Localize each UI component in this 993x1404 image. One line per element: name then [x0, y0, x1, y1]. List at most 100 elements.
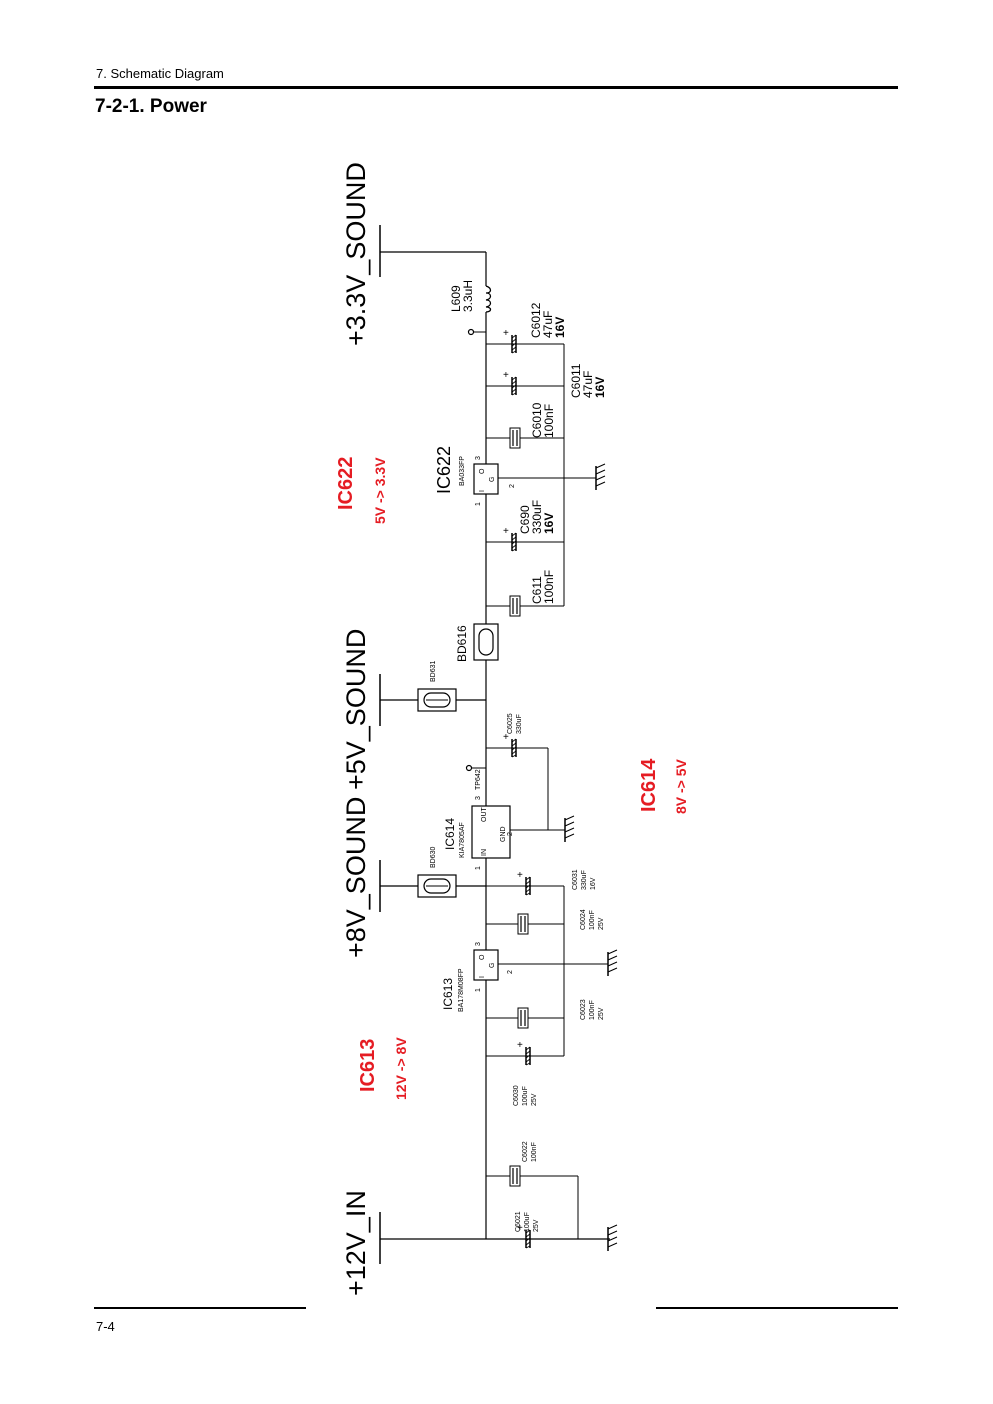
schematic-label-ic622-pn: BA033FP — [459, 456, 466, 486]
capacitor-c6031 — [516, 869, 531, 896]
schematic-label-c690-v: 330uF — [530, 500, 544, 534]
ground-ic613 — [607, 949, 618, 977]
schematic-label-pin-g: G — [489, 963, 496, 968]
schematic-label-tp642: TP642 — [475, 769, 482, 790]
annotation-ic613-conversion: 12V -> 8V — [393, 1037, 409, 1100]
schematic-label-ic614-gnd: GND — [500, 826, 507, 842]
rail-label-5v-sound: +5V_SOUND — [341, 629, 371, 790]
schematic-label-c6031-r: 16V — [590, 877, 597, 890]
schematic-label-c6030-r: 25V — [531, 1093, 538, 1106]
capacitor-c611 — [509, 595, 521, 617]
schematic-label-l609-v: 3.3uH — [461, 280, 475, 312]
schematic-label-ic614-pn: KIA7805AF — [459, 822, 466, 858]
ic614-package — [471, 805, 511, 859]
schematic-label-c690-r: 16V — [542, 513, 556, 534]
schematic-label-c611: C611 — [530, 576, 544, 604]
schematic-label-c6031-v: 330uF — [581, 870, 588, 890]
schematic-label-bd616: BD616 — [455, 625, 469, 662]
capacitor-c6022 — [509, 1165, 521, 1187]
ground-12v — [607, 1224, 618, 1252]
schematic-label-pin-g: G — [489, 477, 496, 482]
schematic-label-c6011-v: 47uF — [581, 371, 595, 398]
schematic-label-c6022: C6022 — [522, 1141, 529, 1162]
schematic-label-c6021-r: 25V — [533, 1219, 540, 1232]
page-number: 7-4 — [96, 1319, 115, 1334]
schematic-label-ic613: IC613 — [441, 978, 455, 1010]
schematic-label-pin1: 1 — [475, 866, 482, 870]
capacitor-c6010 — [509, 427, 521, 449]
schematic-label-c6012: C6012 — [529, 302, 543, 338]
annotation-ic622-conversion: 5V -> 3.3V — [372, 457, 388, 524]
schematic-label-c6021: C6021 — [515, 1211, 522, 1232]
schematic-label-c6030: C6030 — [513, 1085, 520, 1106]
annotation-ic613-title: IC613 — [357, 1039, 379, 1092]
annotation-ic614-conversion: 8V -> 5V — [673, 758, 689, 814]
inductor-l609 — [480, 285, 492, 313]
ground-ic622 — [595, 463, 606, 491]
annotation-ic614-title: IC614 — [638, 758, 660, 812]
schematic-label-c6024-v: 100nF — [589, 910, 596, 930]
ground-ic614 — [564, 815, 575, 843]
header-section-path: 7. Schematic Diagram — [96, 66, 224, 81]
bead-bd631 — [417, 688, 457, 712]
schematic-label-pin2: 2 — [509, 484, 516, 488]
schematic-label-c690: C690 — [518, 505, 532, 534]
rail-label-8v-sound: +8V_SOUND — [341, 797, 371, 958]
schematic-label-pin2: 2 — [507, 832, 514, 836]
capacitor-c6011 — [502, 369, 517, 396]
schematic-label-c6023-v: 100nF — [589, 1000, 596, 1020]
ic622-package — [473, 463, 499, 495]
rail-label-3v3-sound: +3.3V_SOUND — [341, 162, 371, 346]
schematic-label-bd630: BD630 — [430, 846, 437, 868]
footer-rule-left — [94, 1307, 306, 1309]
schematic-label-c6024-r: 25V — [598, 917, 605, 930]
schematic-label-c6011-r: 16V — [593, 377, 607, 398]
schematic-label-ic613-pn: BA178M08FP — [458, 968, 465, 1012]
schematic-label-ic614-in: IN — [481, 849, 488, 856]
schematic-label-pin-i: I — [479, 490, 486, 492]
schematic-label-c6010-v: 100nF — [542, 404, 556, 438]
schematic-label-c6031: C6031 — [572, 869, 579, 890]
schematic-label-c6023-r: 25V — [598, 1007, 605, 1020]
capacitor-c6023 — [517, 1007, 529, 1029]
schematic-label-pin1: 1 — [475, 502, 482, 506]
schematic-label-pin2: 2 — [507, 970, 514, 974]
footer-rule-right — [656, 1307, 898, 1309]
section-title: 7-2-1. Power — [95, 96, 207, 117]
schematic-label-c6025-v: 330uF — [516, 714, 523, 734]
schematic-label-c6011: C6011 — [569, 363, 583, 398]
schematic-label-pin-o: O — [479, 468, 486, 474]
schematic-label-pin1: 1 — [475, 988, 482, 992]
schematic-label-c6030-v: 100uF — [522, 1086, 529, 1106]
schematic-label-pin3: 3 — [475, 796, 482, 800]
schematic-label-c6012-v: 47uF — [541, 311, 555, 338]
ic613-package — [473, 949, 499, 981]
schematic-label-ic614: IC614 — [443, 818, 457, 850]
capacitor-c6012 — [502, 327, 517, 354]
capacitor-c6030 — [516, 1039, 531, 1066]
schematic-label-c6010: C6010 — [530, 402, 544, 438]
schematic-label-ic614-out: OUT — [481, 807, 488, 823]
rail-label-12v-in: +12V_IN — [341, 1190, 371, 1296]
schematic-label-pin3: 3 — [475, 456, 482, 460]
capacitor-c6024 — [517, 913, 529, 935]
schematic-label-c6023: C6023 — [580, 999, 587, 1020]
bead-bd630 — [417, 874, 457, 898]
capacitor-c6025 — [502, 731, 517, 758]
schematic-label-l609: L609 — [449, 285, 463, 312]
testpoint-3v3 — [467, 328, 475, 336]
schematic-label-c6012-r: 16V — [553, 317, 567, 338]
annotation-ic622-title: IC622 — [335, 457, 357, 510]
testpoint-tp642 — [465, 764, 473, 772]
schematic-label-c6025: C6025 — [507, 713, 514, 734]
schematic-label-c6024: C6024 — [580, 909, 587, 930]
schematic-label-pin-o: O — [479, 954, 486, 960]
capacitor-c690 — [502, 525, 517, 552]
schematic-label-pin3: 3 — [475, 942, 482, 946]
schematic-label-c611-v: 100nF — [542, 570, 556, 604]
schematic-label-c6022-v: 100nF — [531, 1142, 538, 1162]
schematic-label-ic622: IC622 — [434, 446, 454, 494]
schematic-label-c6021-v: 100uF — [524, 1212, 531, 1232]
header-rule — [94, 86, 898, 89]
